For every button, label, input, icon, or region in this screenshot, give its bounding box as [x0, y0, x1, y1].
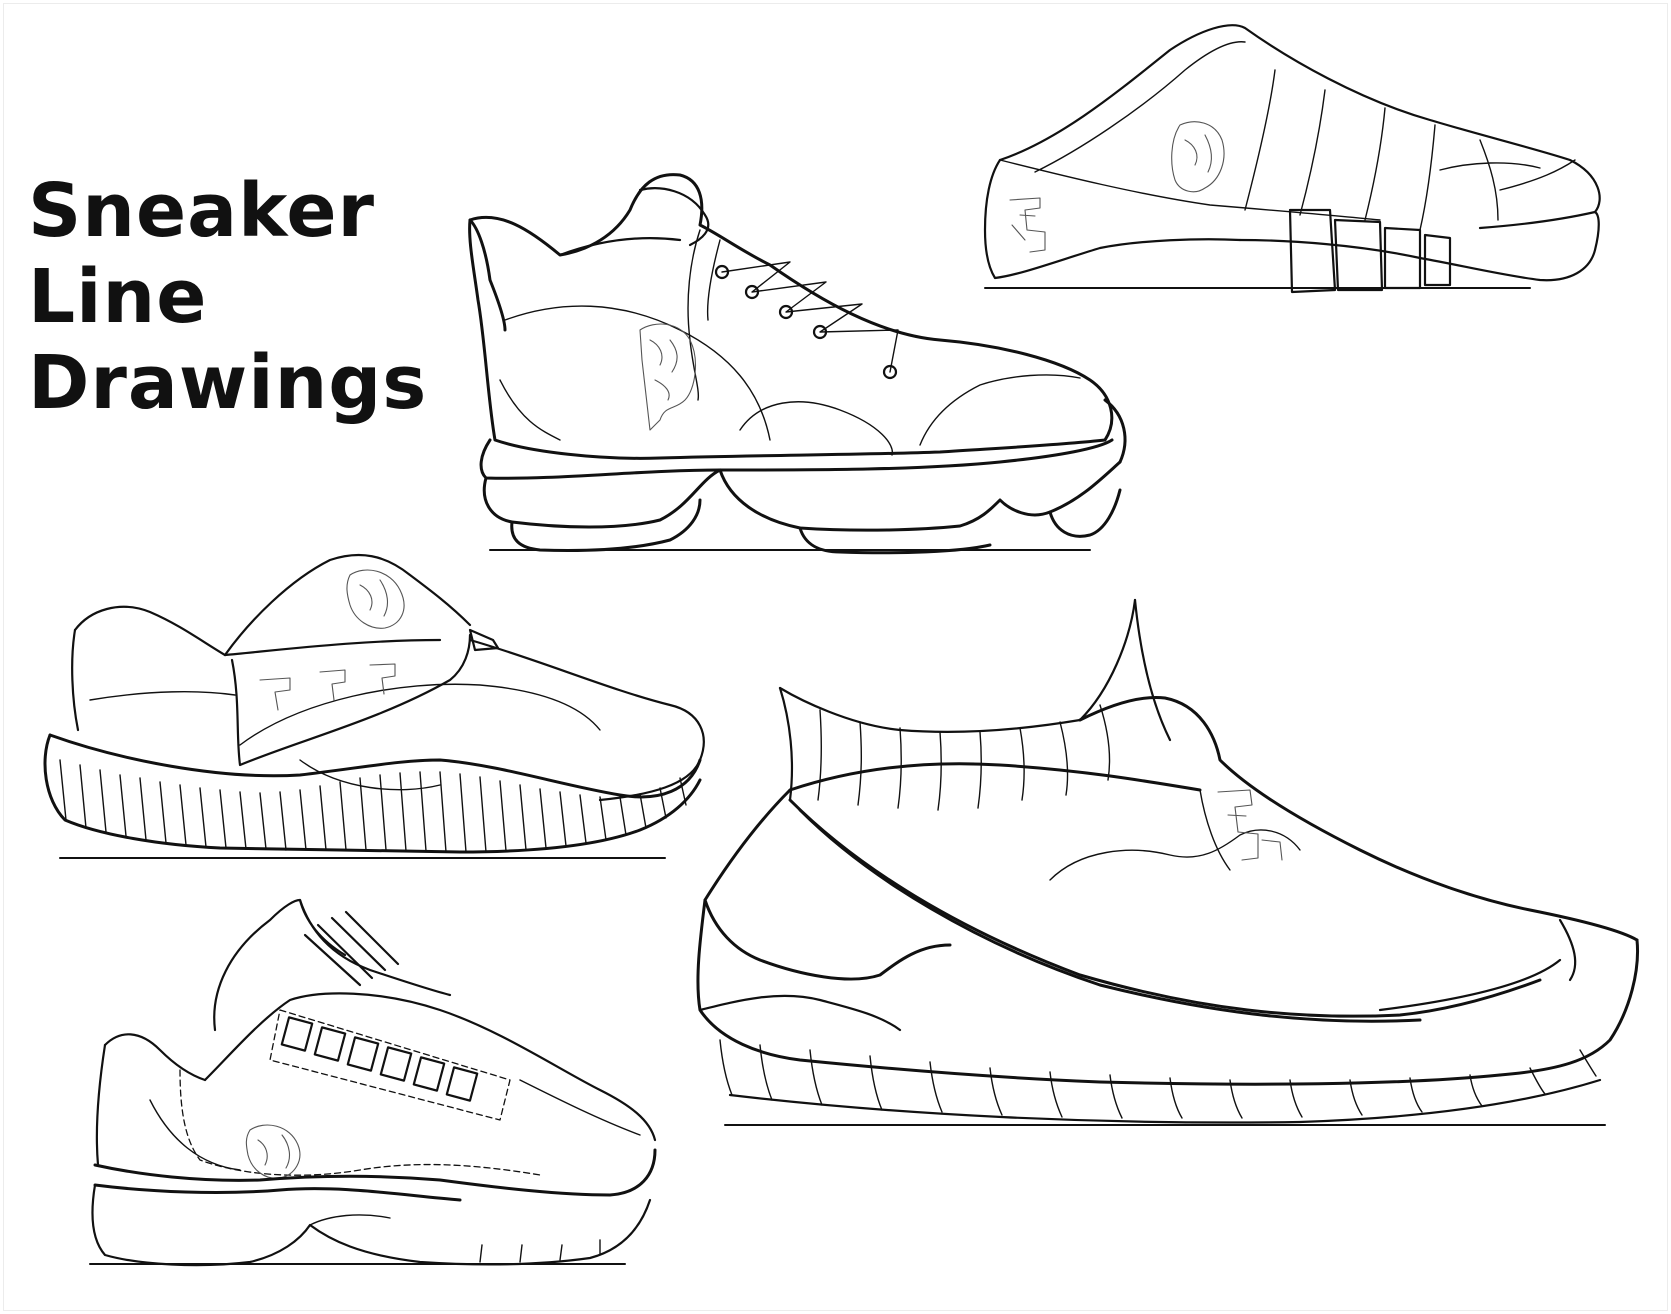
page-title: Sneaker Line Drawings [28, 168, 458, 426]
page-border [3, 3, 1668, 1311]
title-line-3: Drawings [28, 340, 428, 426]
sneaker-laced-hightop [468, 173, 1127, 555]
title-line-2: Line [28, 254, 208, 340]
ft-monogram-icon [259, 663, 396, 711]
sneaker-sock-runner [696, 598, 1639, 1126]
sneaker-strap-runner [89, 898, 657, 1267]
brain-logo-icon [245, 1124, 301, 1179]
ft-monogram-icon [1217, 789, 1283, 861]
sneaker-mule [983, 24, 1601, 294]
title-line-1: Sneaker [28, 168, 376, 254]
brain-logo-icon [639, 323, 696, 431]
brain-logo-icon [1171, 121, 1225, 193]
brain-logo-icon [346, 569, 405, 629]
ft-monogram-icon [1009, 197, 1046, 253]
sneaker-zip-wrap [43, 553, 705, 859]
